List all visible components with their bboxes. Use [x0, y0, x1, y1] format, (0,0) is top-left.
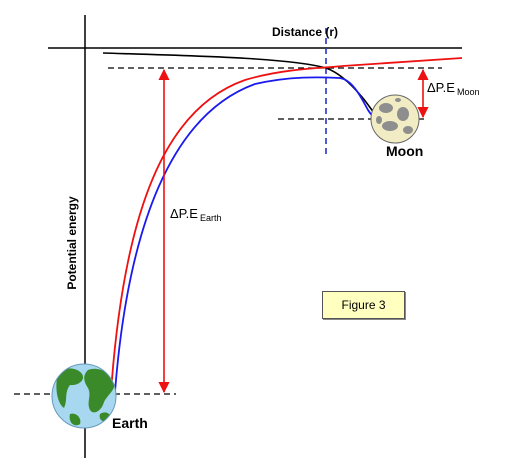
earth-potential-curve — [110, 57, 463, 393]
delta-pe-moon-main: ΔP.E — [427, 80, 455, 95]
figure-label-box: Figure 3 — [322, 291, 405, 319]
delta-pe-earth-subscript: Earth — [199, 213, 222, 223]
moon-potential-curve — [102, 52, 377, 116]
moon-label: Moon — [386, 143, 424, 159]
earth-icon — [51, 363, 117, 429]
figure-label: Figure 3 — [341, 298, 386, 312]
delta-pe-moon-subscript: Moon — [456, 87, 480, 97]
delta-pe-earth-main: ΔP.E — [170, 206, 198, 221]
moon-icon — [370, 94, 420, 144]
earth-label: Earth — [112, 415, 148, 431]
x-axis-label: Distance (r) — [272, 25, 339, 39]
combined-potential-curve — [114, 76, 379, 393]
y-axis-label: Potential energy — [65, 196, 79, 290]
